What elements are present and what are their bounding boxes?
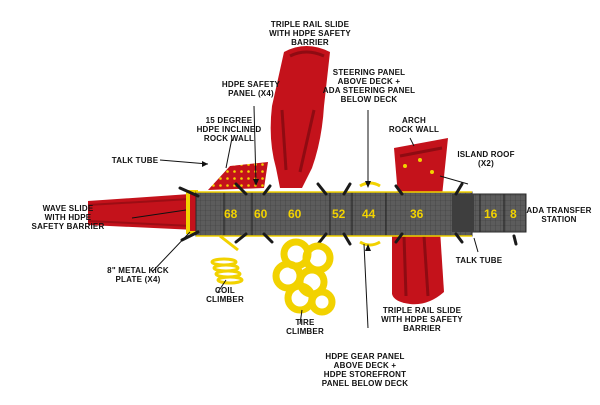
posts bbox=[178, 182, 518, 246]
label-talk-tube-right: TALK TUBE bbox=[455, 256, 503, 265]
label-metal-kick: 8" METAL KICK PLATE (X4) bbox=[107, 266, 169, 284]
label-talk-tube-left: TALK TUBE bbox=[111, 156, 159, 165]
deck-height-2: 60 bbox=[254, 207, 268, 221]
tire-climber bbox=[272, 238, 336, 316]
label-triple-slide-top: TRIPLE RAIL SLIDE WITH HDPE SAFETY BARRI… bbox=[269, 20, 351, 47]
deck-height-7: 16 bbox=[484, 207, 498, 221]
label-rock-wall-15: 15 DEGREE HDPE INCLINED ROCK WALL bbox=[196, 116, 262, 143]
label-gear-panel: HDPE GEAR PANEL ABOVE DECK + HDPE STOREF… bbox=[321, 352, 409, 388]
label-island-roof: ISLAND ROOF (X2) bbox=[457, 150, 515, 168]
leader-lines bbox=[131, 105, 479, 329]
label-triple-slide-bottom: TRIPLE RAIL SLIDE WITH HDPE SAFETY BARRI… bbox=[381, 306, 463, 333]
triple-slide-bottom bbox=[392, 230, 444, 305]
inclined-rock-wall bbox=[208, 162, 268, 190]
label-ada-transfer: ADA TRANSFER STATION bbox=[526, 206, 592, 224]
label-wave-slide: WAVE SLIDE WITH HDPE SAFETY BARRIER bbox=[31, 204, 105, 231]
label-hdpe-safety-panel: HDPE SAFETY PANEL (X4) bbox=[221, 80, 281, 98]
label-coil-climber: COIL CLIMBER bbox=[206, 286, 244, 304]
label-steering-panel: STEERING PANEL ABOVE DECK + ADA STEERING… bbox=[322, 68, 416, 104]
triple-slide-top bbox=[270, 46, 330, 188]
coil-climber bbox=[210, 234, 244, 285]
deck-height-8: 8 bbox=[510, 207, 517, 221]
arrow-heads bbox=[202, 161, 371, 251]
deck-height-3: 60 bbox=[288, 207, 302, 221]
deck-height-1: 68 bbox=[224, 207, 238, 221]
wave-slide bbox=[87, 190, 198, 234]
arch-rock-wall bbox=[394, 138, 448, 196]
deck-height-4: 52 bbox=[332, 207, 346, 221]
label-arch-rock-wall: ARCH ROCK WALL bbox=[388, 116, 440, 134]
deck-height-6: 36 bbox=[410, 207, 424, 221]
deck-height-5: 44 bbox=[362, 207, 376, 221]
label-tire-climber: TIRE CLIMBER bbox=[286, 318, 324, 336]
